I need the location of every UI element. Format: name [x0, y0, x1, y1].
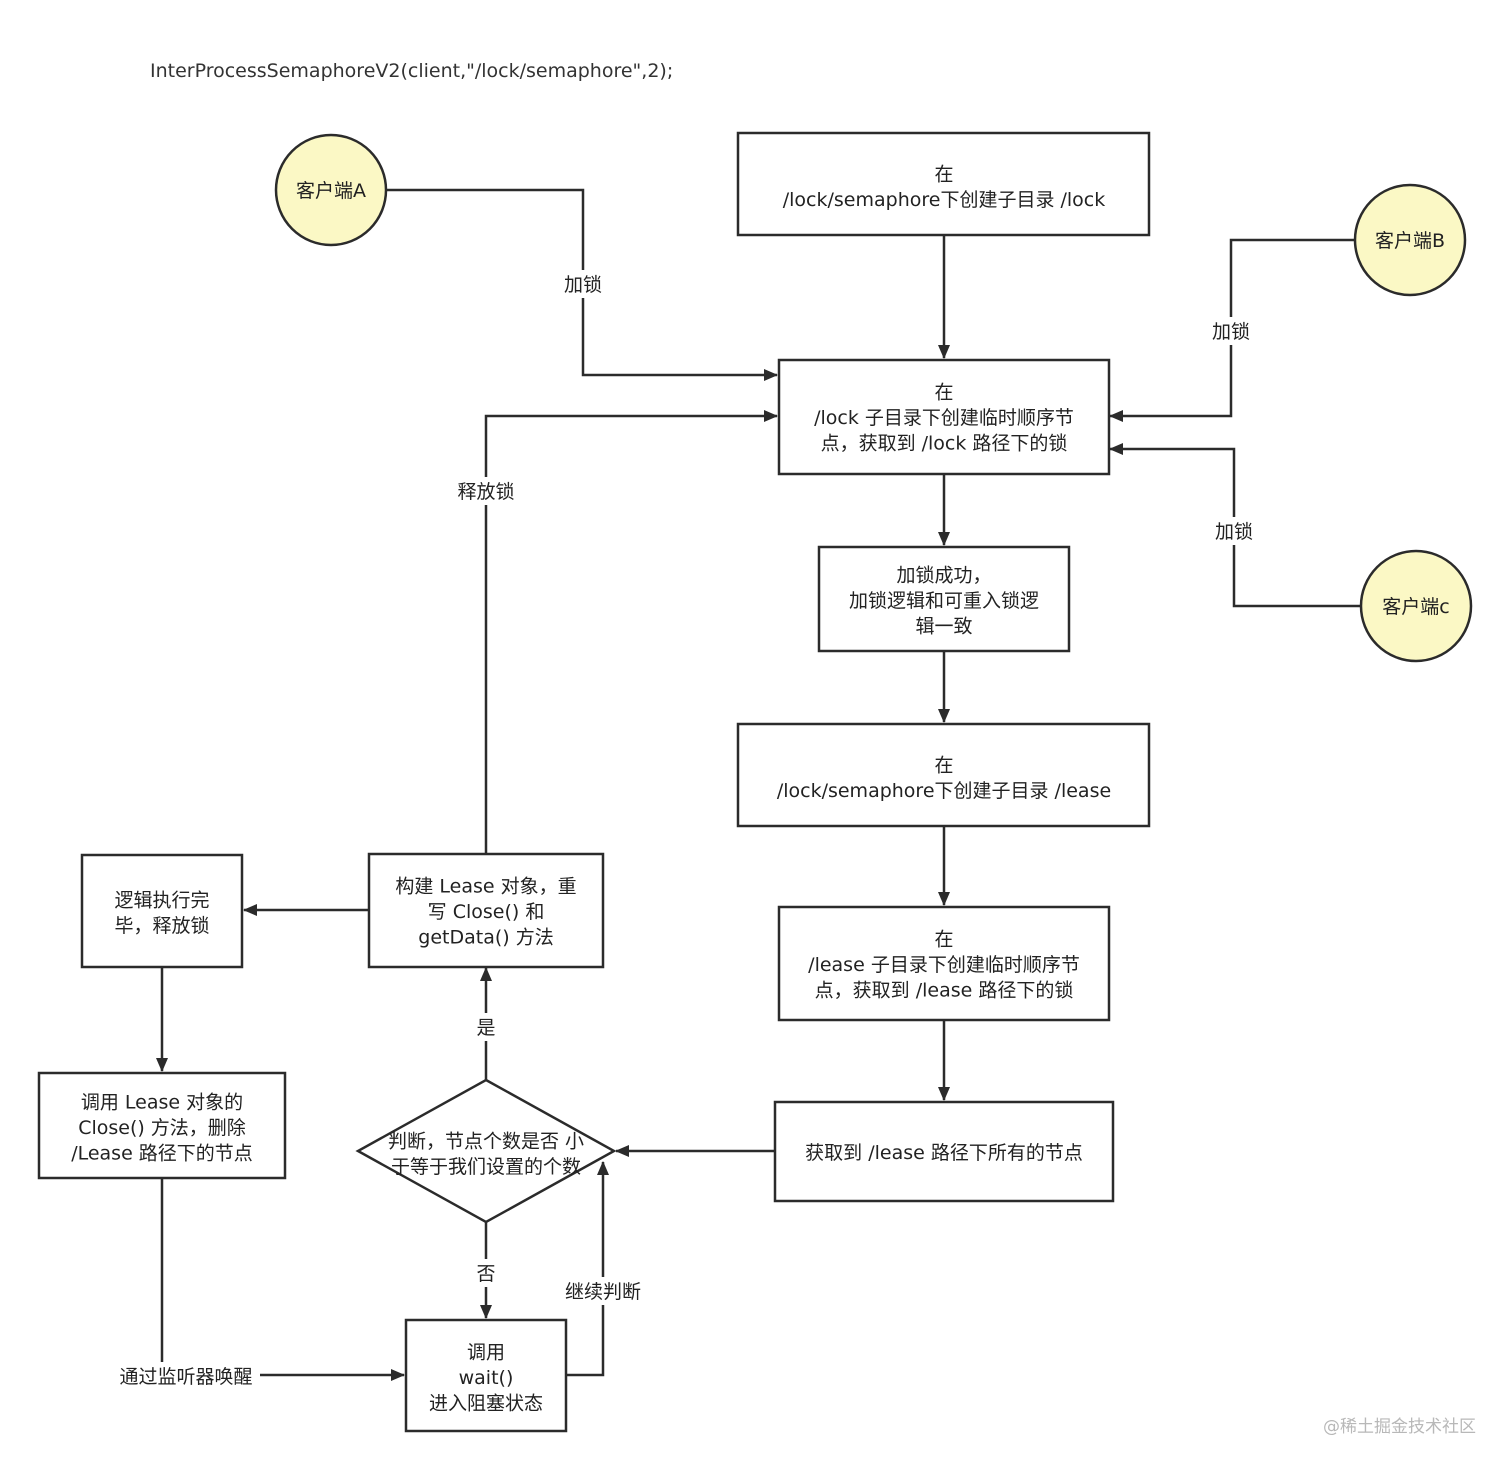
diagram-title: InterProcessSemaphoreV2(client,"/lock/se…: [150, 60, 673, 82]
node-label-line: 判断，节点个数是否 小: [388, 1130, 584, 1152]
node-label-line: 调用: [467, 1342, 505, 1364]
yes-label: 是: [476, 1017, 495, 1039]
get-lease-nodes-label: 获取到 /lease 路径下所有的节点: [805, 1142, 1083, 1164]
edges: [156, 188, 1361, 1381]
no-label: 否: [476, 1263, 495, 1285]
wake-by-listener-label: 通过监听器唤醒: [119, 1366, 252, 1388]
release-lock-label: 释放锁: [457, 481, 514, 503]
create-lease-node-label: 在/lease 子目录下创建临时顺序节点，获取到 /lease 路径下的锁: [808, 929, 1080, 1002]
node-label-line: 写 Close() 和: [428, 901, 545, 923]
logic-done-label: 逻辑执行完毕，释放锁: [114, 889, 209, 937]
node-label-line: /Lease 路径下的节点: [71, 1143, 253, 1165]
build-lease-box: [367, 852, 605, 969]
create-lease-dir-label: 在/lock/semaphore下创建子目录 /lease: [777, 754, 1111, 802]
node-label-line: 在: [934, 382, 953, 404]
call-close-label: 调用 Lease 对象的 Close() 方法，删除/Lease 路径下的节点: [71, 1092, 253, 1165]
client-c-label: 客户端c: [1382, 596, 1449, 618]
node-label-line: 点，获取到 /lock 路径下的锁: [821, 433, 1068, 455]
node-label-line: 点，获取到 /lease 路径下的锁: [815, 980, 1074, 1002]
client-b-label: 客户端B: [1375, 230, 1445, 252]
client-b-node: [1353, 183, 1467, 297]
create-lock-dir-box: [736, 131, 1151, 237]
node-label-line: getData() 方法: [418, 927, 553, 949]
decision-label: 判断，节点个数是否 小于等于我们设置的个数: [388, 1130, 584, 1178]
decision-diamond: [355, 1078, 617, 1224]
node-label-line: 毕，释放锁: [114, 915, 209, 937]
edge-labels: 加锁 加锁 加锁 释放锁 是 否 继续判断 通过监听器唤醒: [110, 270, 1259, 1390]
create-lock-dir-label: 在/lock/semaphore下创建子目录 /lock: [783, 163, 1106, 211]
node-label-line: 调用 Lease 对象的: [81, 1092, 243, 1114]
client-c-node: [1359, 549, 1473, 663]
node-label-line: wait(): [459, 1367, 514, 1389]
lock-success-box: [817, 545, 1071, 653]
node-label-line: 获取到 /lease 路径下所有的节点: [805, 1142, 1083, 1164]
node-label-line: 客户端B: [1375, 230, 1445, 252]
call-wait-box: [404, 1318, 568, 1433]
node-label-line: 客户端c: [1382, 596, 1449, 618]
edge-call-close-wake-to-wait: [160, 1178, 405, 1381]
node-label-line: 在: [934, 754, 953, 776]
client-a-node: [274, 133, 388, 247]
node-label-line: /lock/semaphore下创建子目录 /lease: [777, 780, 1111, 802]
call-close-box: [37, 1071, 287, 1180]
create-lock-node-box: [777, 358, 1111, 476]
create-lease-node-box: [777, 905, 1111, 1022]
create-lease-dir-box: [736, 722, 1151, 828]
lock-success-label: 加锁成功， 加锁逻辑和可重入锁逻辑一致: [849, 565, 1039, 638]
node-label-line: 加锁成功，: [896, 565, 991, 587]
node-label-line: 辑一致: [915, 616, 972, 638]
node-label-line: 在: [934, 929, 953, 951]
call-wait-label: 调用 wait() 进入阻塞状态: [429, 1342, 543, 1415]
node-label-line: 在: [934, 163, 953, 185]
node-label-line: 构建 Lease 对象，重: [395, 876, 576, 898]
node-label-line: 加锁逻辑和可重入锁逻: [849, 590, 1039, 612]
node-label-line: 客户端A: [296, 180, 366, 202]
continue-check-label: 继续判断: [565, 1281, 641, 1303]
client-a-lock-label: 加锁: [564, 274, 602, 296]
edge-build-lease-release-to-lock-node: [484, 410, 778, 854]
get-lease-nodes-box: [773, 1100, 1115, 1203]
node-label-line: 于等于我们设置的个数: [391, 1156, 581, 1178]
build-lease-label: 构建 Lease 对象，重写 Close() 和 getData() 方法: [395, 876, 576, 949]
watermark: @稀土掘金技术社区: [1323, 1417, 1476, 1437]
client-a-label: 客户端A: [296, 180, 366, 202]
node-label-line: /lease 子目录下创建临时顺序节: [808, 954, 1080, 976]
node-label-line: /lock/semaphore下创建子目录 /lock: [783, 189, 1106, 211]
node-label-line: /lock 子目录下创建临时顺序节: [814, 407, 1074, 429]
node-label-line: 逻辑执行完: [114, 889, 209, 911]
client-b-lock-label: 加锁: [1212, 321, 1250, 343]
create-lock-node-label: 在/lock 子目录下创建临时顺序节点，获取到 /lock 路径下的锁: [814, 382, 1074, 455]
node-label-line: Close() 方法，删除: [78, 1117, 246, 1139]
node-label-line: 进入阻塞状态: [429, 1393, 543, 1415]
logic-done-box: [80, 853, 244, 969]
client-c-lock-label: 加锁: [1215, 521, 1253, 543]
edge-wait-continue-to-decision: [566, 1161, 609, 1377]
nodes: 客户端A 客户端B 客户端c 在/lock/semaphore下创建子目录 /l…: [37, 131, 1473, 1433]
